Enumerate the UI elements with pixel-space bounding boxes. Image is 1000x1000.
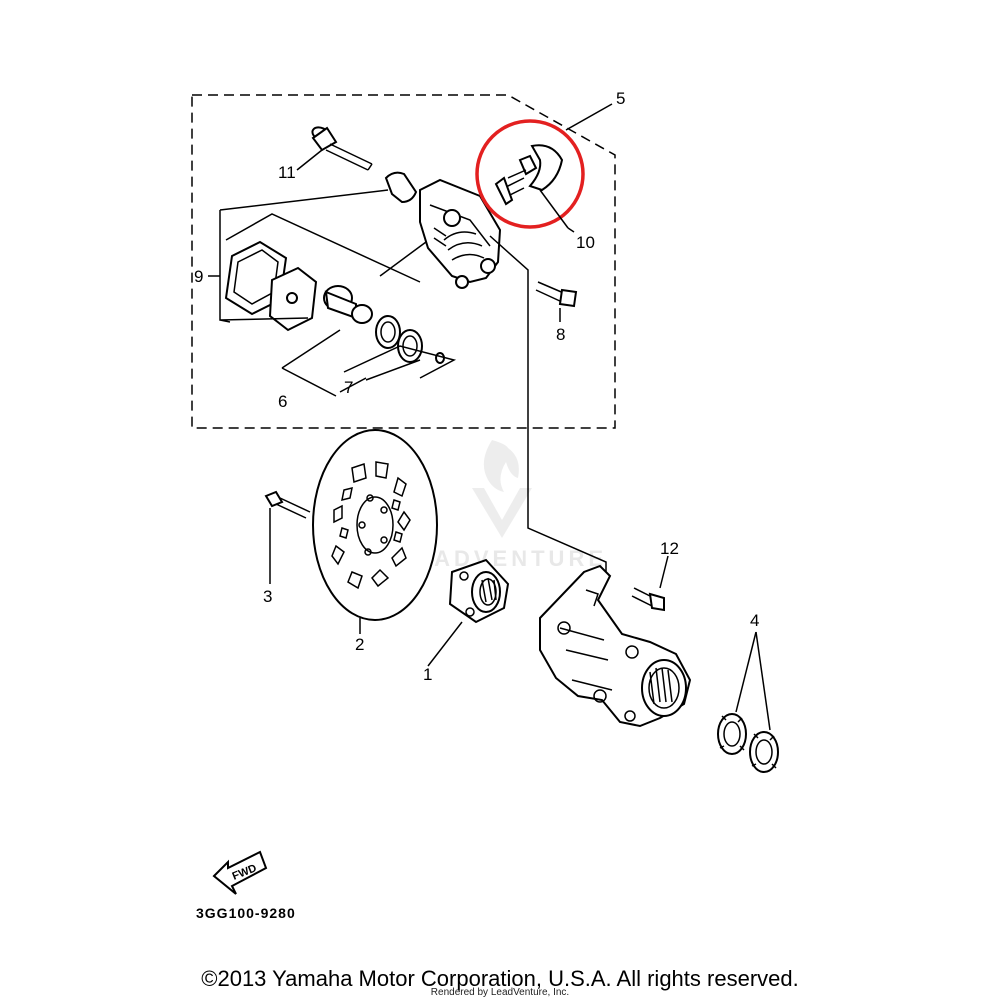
part-9-brake-pads [224,240,318,332]
rendered-by-notice: Rendered by LeadVenture, Inc. [430,987,570,998]
callout-3: 3 [263,587,272,606]
callout-10: 10 [576,233,595,252]
part-4-lock-nuts [717,713,779,773]
callout-5: 5 [616,89,625,108]
caliper-body [419,178,502,289]
part-3-disc-bolt [264,490,311,519]
callout-12: 12 [660,539,679,558]
part-11-pin-bolt [311,126,373,171]
copyright-notice: ©2013 Yamaha Motor Corporation, U.S.A. A… [201,966,799,991]
diagram-code: 3GG100-9280 [196,905,296,921]
callout-7: 7 [344,378,353,397]
part-8-bolt [535,281,578,308]
callout-1: 1 [423,665,432,684]
pad-clip [384,171,418,204]
part-12-bolt [631,587,665,612]
piston [323,285,373,324]
callout-8: 8 [556,325,565,344]
callout-2: 2 [355,635,364,654]
callout-4: 4 [750,611,759,630]
highlight-circle [475,119,585,229]
part-10-bleed-screw [494,144,564,206]
caliper-bracket-housing [539,564,692,728]
part-2-brake-disc [312,429,438,621]
callout-11: 11 [278,163,296,182]
caliper-assembly-box [191,94,616,429]
part-1-hub [448,558,510,624]
callout-9: 9 [194,267,203,286]
part-7-seal-kit [375,315,445,364]
fwd-arrow-icon: FWD [212,850,268,895]
callout-6: 6 [278,392,287,411]
